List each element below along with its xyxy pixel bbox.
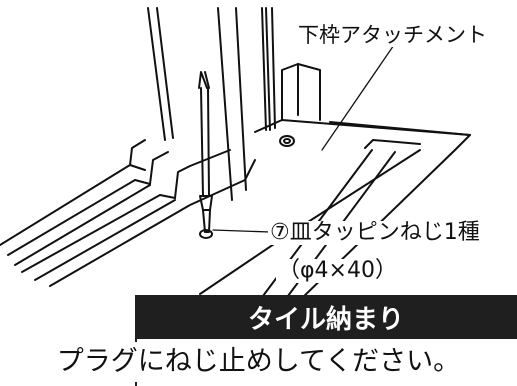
instruction-text: プラグにねじ止めしてください。: [0, 342, 517, 382]
attachment-label: 下枠アタッチメント: [296, 23, 489, 47]
screw-illustration: [198, 71, 213, 239]
screw-size-label: （φ4×40）: [276, 258, 399, 283]
screw-name-label: ⑦皿タッピンねじ1種: [268, 220, 482, 245]
vertical-frame: [147, 7, 276, 201]
leader-lines: [212, 41, 397, 233]
section-title: タイル納まり: [135, 295, 517, 339]
